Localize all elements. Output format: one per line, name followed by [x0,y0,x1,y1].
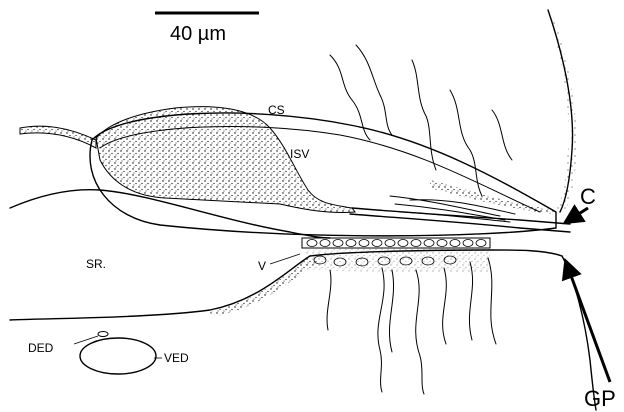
v-leader [270,254,300,264]
label-cs: CS [268,103,285,117]
scale-bar-label: 40 µm [170,23,226,45]
label-gp: GP [584,386,616,411]
body-wall-stipple [548,12,576,210]
lower-epithelium-stipple [305,248,490,272]
gp-arrow [566,262,610,382]
label-sr: SR. [86,257,106,271]
isv-stalk-left [20,126,96,148]
label-ded: DED [28,341,54,355]
label-isv: ISV [290,147,309,161]
label-c: C [580,184,596,209]
ved-duct [80,338,156,374]
isv-body [96,107,355,213]
c-arrow [566,208,588,222]
label-ved: VED [164,351,189,365]
label-v: V [258,259,266,273]
ded-duct [98,332,108,337]
ded-leader [74,336,98,344]
